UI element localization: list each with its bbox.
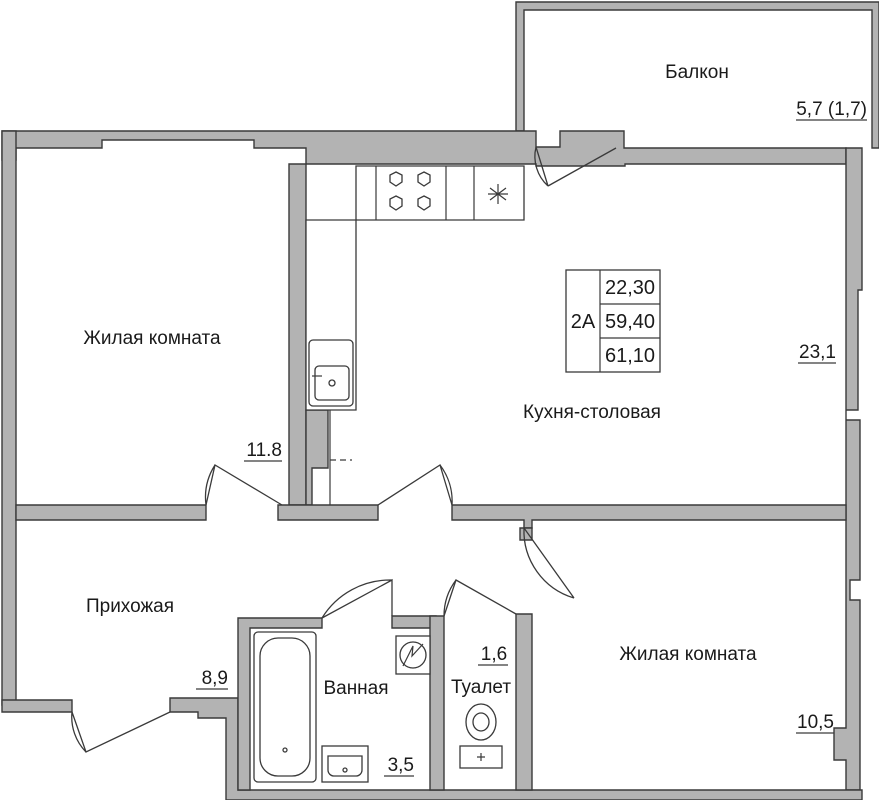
bathtub-icon	[253, 631, 317, 783]
room-area: 1,6	[481, 644, 507, 665]
living-room-1-door[interactable]	[204, 463, 283, 506]
fridge-icon	[488, 184, 508, 204]
room-living-1: Жилая комната 11.8	[83, 328, 282, 462]
area-with-balcony: 61,10	[605, 345, 655, 367]
room-wc: 1,6 Туалет	[451, 644, 511, 698]
room-hall: Прихожая 8,9	[86, 596, 228, 690]
room-area: 5,7 (1,7)	[796, 99, 867, 120]
room-area: 23,1	[799, 342, 836, 363]
living-room-2-door[interactable]	[523, 527, 575, 599]
room-area: 10,5	[797, 712, 834, 733]
sink-icon	[308, 339, 354, 407]
room-name: Ванная	[323, 678, 388, 699]
apartment-stamp: 2A 22,30 59,40 61,10	[565, 269, 661, 373]
room-name: Кухня-столовая	[523, 402, 661, 423]
room-area: 8,9	[202, 668, 228, 689]
room-balcony: Балкон 5,7 (1,7)	[665, 62, 867, 121]
water-heater-icon	[395, 635, 431, 675]
toilet-icon	[459, 703, 503, 769]
apartment-type: 2A	[571, 311, 596, 333]
kitchen-counter	[305, 165, 525, 505]
stove-burner-icon	[389, 171, 431, 211]
area-total: 59,40	[605, 311, 655, 333]
room-kitchen: Кухня-столовая 23,1	[523, 342, 836, 423]
area-living: 22,30	[605, 277, 655, 299]
doors	[71, 146, 617, 753]
room-name: Жилая комната	[619, 644, 757, 665]
kitchen-door[interactable]	[377, 463, 453, 506]
balcony-door[interactable]	[534, 146, 617, 187]
entrance-door[interactable]	[71, 711, 171, 753]
room-name: Прихожая	[86, 596, 174, 617]
bath-sink-icon	[321, 745, 369, 783]
room-area: 11.8	[246, 440, 282, 461]
room-name: Жилая комната	[83, 328, 221, 349]
toilet-door[interactable]	[443, 579, 517, 617]
room-name: Балкон	[665, 62, 729, 83]
room-bath: Ванная 3,5	[323, 678, 414, 777]
room-area: 3,5	[388, 755, 414, 776]
bathroom-door[interactable]	[321, 578, 393, 619]
room-name: Туалет	[451, 677, 511, 698]
room-living-2: Жилая комната 10,5	[619, 644, 834, 734]
